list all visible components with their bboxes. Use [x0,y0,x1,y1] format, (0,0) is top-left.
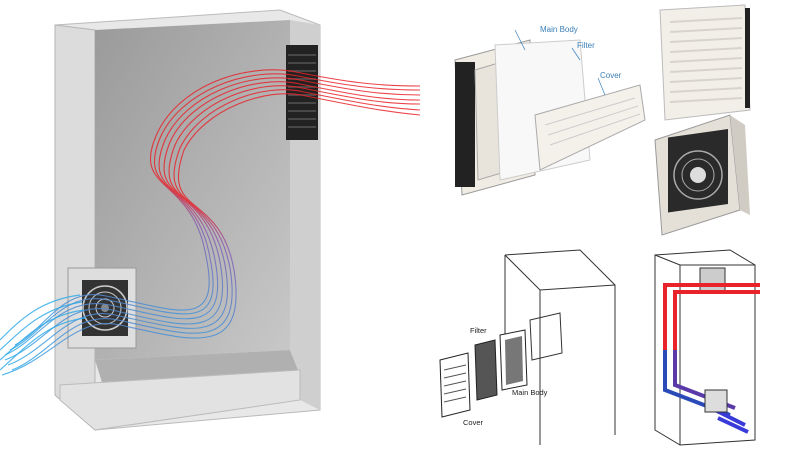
bottom-filter-label: Filter [470,326,487,335]
cabinet-body [54,9,321,432]
exploded-fan-filter-view: Main Body Filter Cover [454,25,646,196]
filter-grille-icon [659,4,751,121]
bottom-main-body-part [499,329,528,391]
line-drawing-exploded-diagram: Filter Main Body Cover [439,249,616,445]
top-filter-label: Filter [577,41,595,50]
bottom-cover-label: Cover [463,418,484,427]
top-cover-label: Cover [600,71,622,80]
bottom-main-body-label: Main Body [512,388,548,397]
exhaust-vent [286,45,318,140]
top-main-body-label: Main Body [540,25,578,34]
bottom-filter-part [474,339,498,401]
cool-airflow-arrows [714,408,749,434]
product-photos [654,4,751,236]
cabinet-airflow-illustration [0,9,421,432]
airflow-arrow-icon [1,69,421,376]
hot-airflow-arrows [663,283,760,350]
fan-product-icon [654,114,750,236]
schematic-airflow-cabinet [654,249,760,446]
bottom-cover-part [439,352,471,418]
cool-air-inflow [0,294,87,371]
